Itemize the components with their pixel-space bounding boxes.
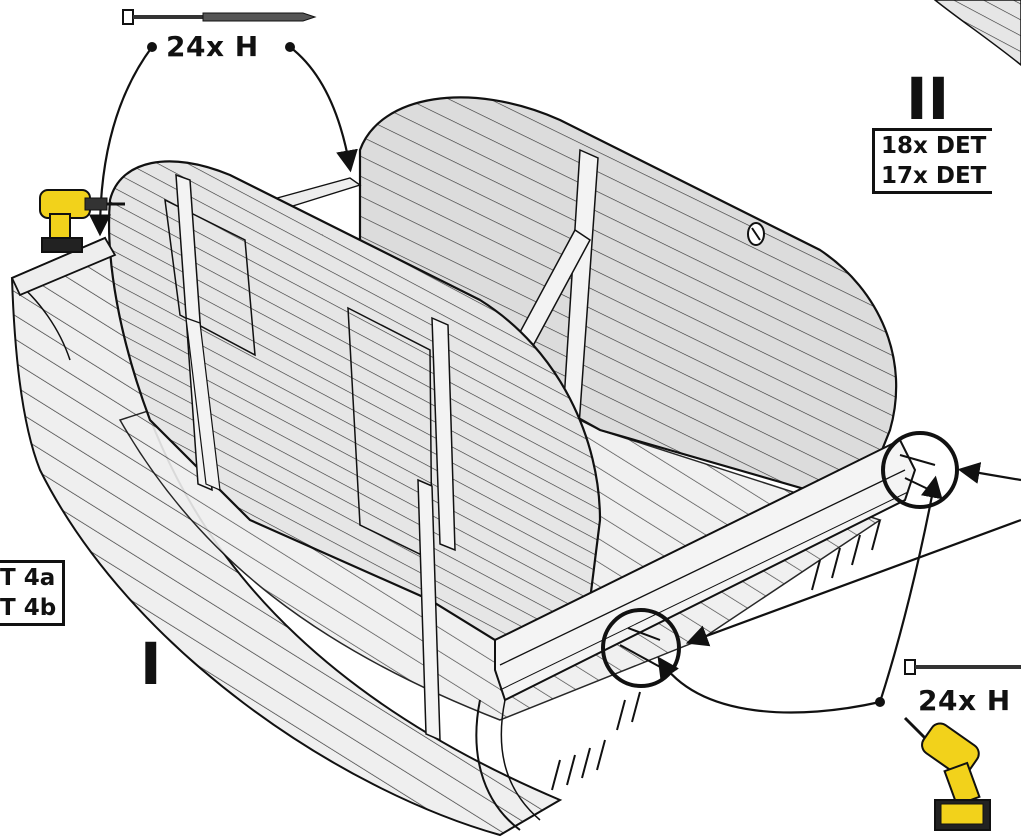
drill-icon <box>903 716 991 831</box>
screws-under-rail <box>551 519 881 791</box>
detail-line-2: T 4b <box>0 595 57 621</box>
screw-icon <box>904 659 1021 675</box>
step-number-one: I <box>140 630 162 698</box>
screw-icon <box>122 9 317 25</box>
detail-box-right: 18x DET 17x DET <box>872 128 993 194</box>
screw-quantity-top: 24x H <box>166 30 259 63</box>
detail-line-2: 17x DET <box>881 163 987 189</box>
screw-quantity-bottom: 24x H <box>918 684 1011 717</box>
detail-line-1: T 4a <box>0 565 56 591</box>
detail-box-left: T 4a T 4b <box>0 560 66 626</box>
front-wall <box>107 160 602 642</box>
step-number-two: II <box>906 65 950 133</box>
detail-line-1: 18x DET <box>881 133 987 159</box>
drill-icon <box>39 189 125 253</box>
detail-circle-right <box>881 431 959 509</box>
detail-circle-left <box>601 608 681 688</box>
back-wall <box>358 96 898 507</box>
